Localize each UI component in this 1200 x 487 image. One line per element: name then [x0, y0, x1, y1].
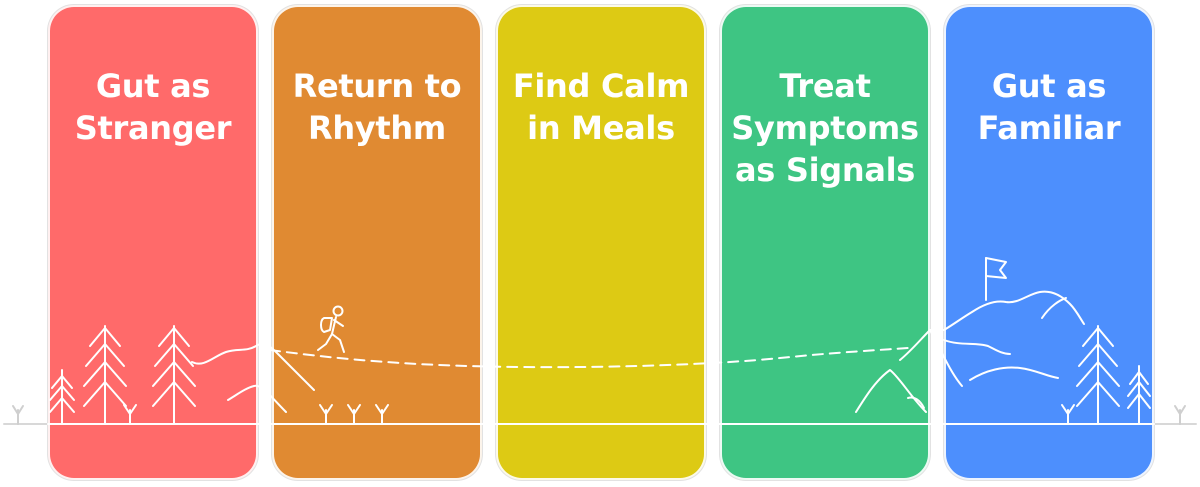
- stage-title-gut-as-stranger: Gut as Stranger: [50, 65, 256, 149]
- stage-title-line: Symptoms: [731, 109, 919, 147]
- stage-title-line: Treat: [779, 67, 871, 105]
- stage-card-treat-symptoms-as-signals: Treat Symptoms as Signals: [720, 5, 930, 480]
- stage-card-find-calm-in-meals: Find Calm in Meals: [496, 5, 706, 480]
- stage-title-line: in Meals: [527, 109, 675, 147]
- stage-title-line: Find Calm: [512, 67, 690, 105]
- stage-title-line: Familiar: [977, 109, 1121, 147]
- grass-sprout-icon: [12, 405, 24, 425]
- stage-title-line: Stranger: [74, 109, 232, 147]
- stage-title-line: as Signals: [734, 151, 916, 189]
- stage-title-line: Gut as: [95, 67, 211, 105]
- stage-title-gut-as-familiar: Gut as Familiar: [946, 65, 1152, 149]
- grass-sprout-icon: [1174, 405, 1186, 425]
- stage-card-gut-as-stranger: Gut as Stranger: [48, 5, 258, 480]
- stage-title-find-calm-in-meals: Find Calm in Meals: [498, 65, 704, 149]
- stage-title-line: Return to: [292, 67, 462, 105]
- stage-card-gut-as-familiar: Gut as Familiar: [944, 5, 1154, 480]
- stage-title-line: Gut as: [991, 67, 1107, 105]
- stage-title-return-to-rhythm: Return to Rhythm: [274, 65, 480, 149]
- stage-card-return-to-rhythm: Return to Rhythm: [272, 5, 482, 480]
- stage-title-line: Rhythm: [308, 109, 446, 147]
- stage-title-treat-symptoms-as-signals: Treat Symptoms as Signals: [722, 65, 928, 191]
